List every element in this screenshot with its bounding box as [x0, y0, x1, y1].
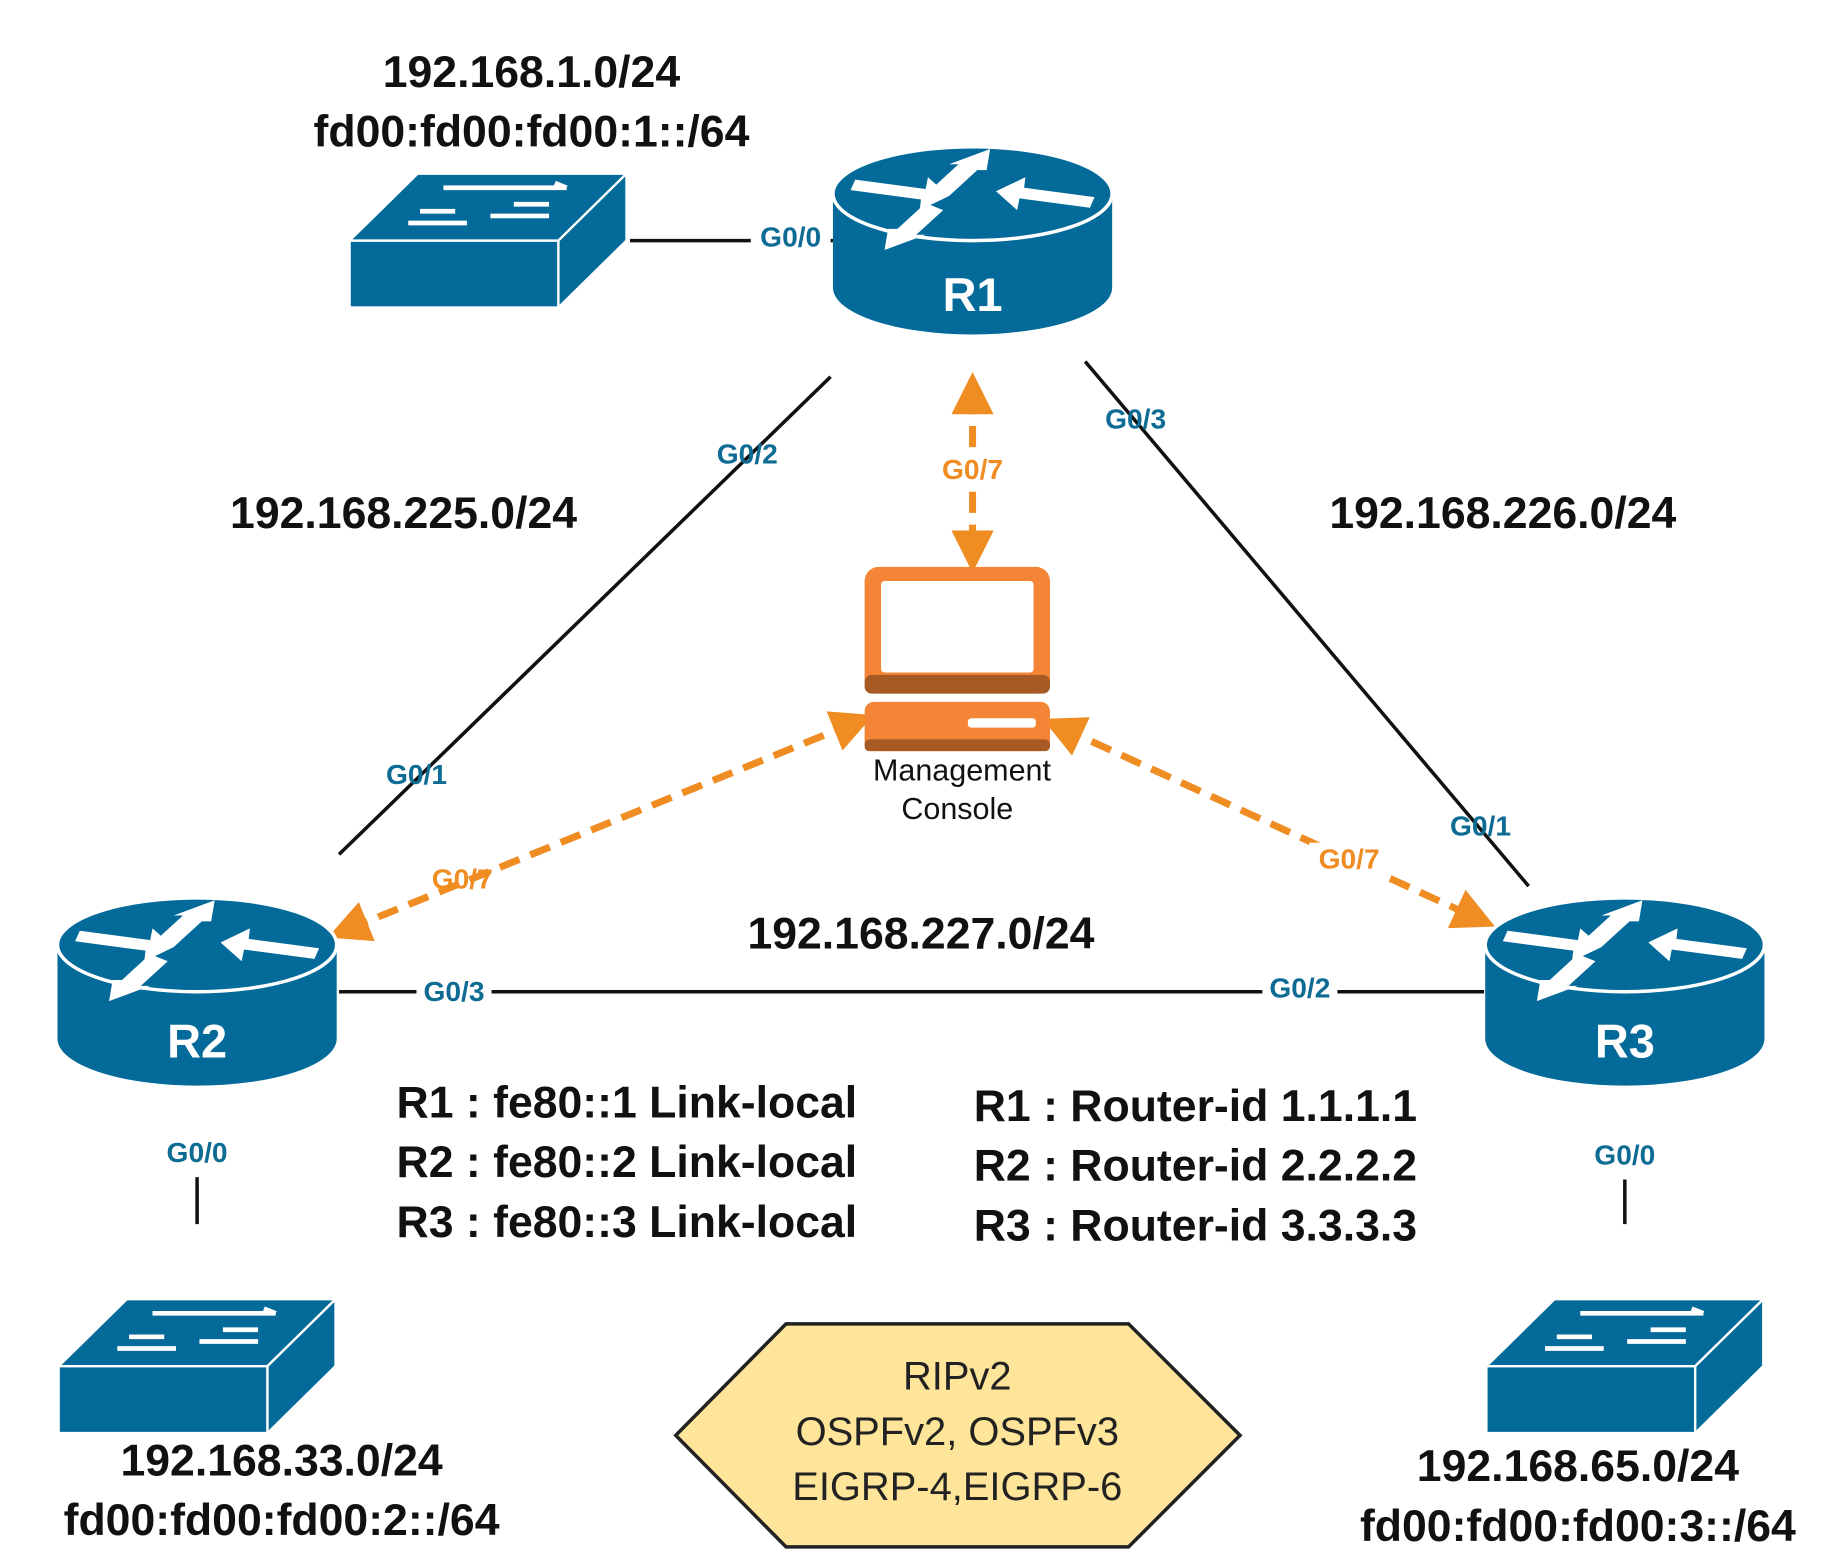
link-local-r3: R3 : fe80::3 Link-local: [397, 1198, 858, 1247]
interface-label: G0/3: [423, 976, 484, 1007]
network-label: 192.168.227.0/24: [747, 909, 1094, 958]
interface-label: G0/1: [1450, 811, 1511, 842]
network-label: 192.168.225.0/24: [230, 489, 577, 538]
interface-label: G0/2: [717, 439, 778, 470]
interface-label: G0/0: [167, 1137, 228, 1168]
switch-lan3[interactable]: [1486, 1299, 1763, 1433]
router-id-r2: R2 : Router-id 2.2.2.2: [974, 1142, 1417, 1191]
router-id-r3: R3 : Router-id 3.3.3.3: [974, 1202, 1417, 1251]
interface-label: G0/7: [432, 863, 493, 894]
console-label: Management: [873, 753, 1052, 787]
network-label: 192.168.65.0/24: [1417, 1442, 1739, 1491]
console-label: Console: [901, 792, 1013, 826]
router-r2[interactable]: R2: [55, 896, 339, 1088]
mgmt-link-r2: [327, 711, 874, 942]
switch-lan2[interactable]: [59, 1299, 336, 1433]
protocol-label: EIGRP-4,EIGRP-6: [792, 1465, 1122, 1509]
management-console-icon[interactable]: [864, 566, 1050, 752]
link-local-r2: R2 : fe80::2 Link-local: [397, 1138, 858, 1187]
router-label: R3: [1595, 1015, 1655, 1067]
router-label: R2: [167, 1015, 227, 1067]
network-label: 192.168.33.0/24: [120, 1436, 442, 1485]
protocol-label: OSPFv2, OSPFv3: [796, 1410, 1119, 1454]
protocol-label: RIPv2: [903, 1355, 1012, 1399]
interface-label: G0/0: [1594, 1139, 1655, 1170]
network-label: fd00:fd00:fd00:3::/64: [1360, 1502, 1796, 1551]
interface-label: G0/3: [1105, 403, 1166, 434]
mgmt-link-r3: [1042, 717, 1496, 929]
router-label: R1: [943, 269, 1003, 321]
link-local-r1: R1 : fe80::1 Link-local: [397, 1078, 858, 1127]
router-id-r1: R1 : Router-id 1.1.1.1: [974, 1082, 1417, 1131]
network-label: 192.168.1.0/24: [383, 48, 681, 97]
network-label: fd00:fd00:fd00:1::/64: [314, 108, 750, 157]
switch-lan1[interactable]: [350, 174, 627, 308]
interface-label: G0/7: [1319, 843, 1380, 874]
interface-label: G0/0: [760, 221, 821, 252]
link-r1-r3: [1083, 360, 1530, 888]
protocol-box: [673, 1322, 1243, 1549]
interface-label: G0/1: [386, 759, 447, 790]
router-r1[interactable]: R1: [831, 144, 1114, 337]
network-label: 192.168.226.0/24: [1329, 489, 1676, 538]
network-label: fd00:fd00:fd00:2::/64: [64, 1496, 500, 1545]
router-r3[interactable]: R3: [1483, 896, 1767, 1088]
interface-label: G0/7: [942, 454, 1003, 485]
interface-label: G0/2: [1269, 973, 1330, 1004]
